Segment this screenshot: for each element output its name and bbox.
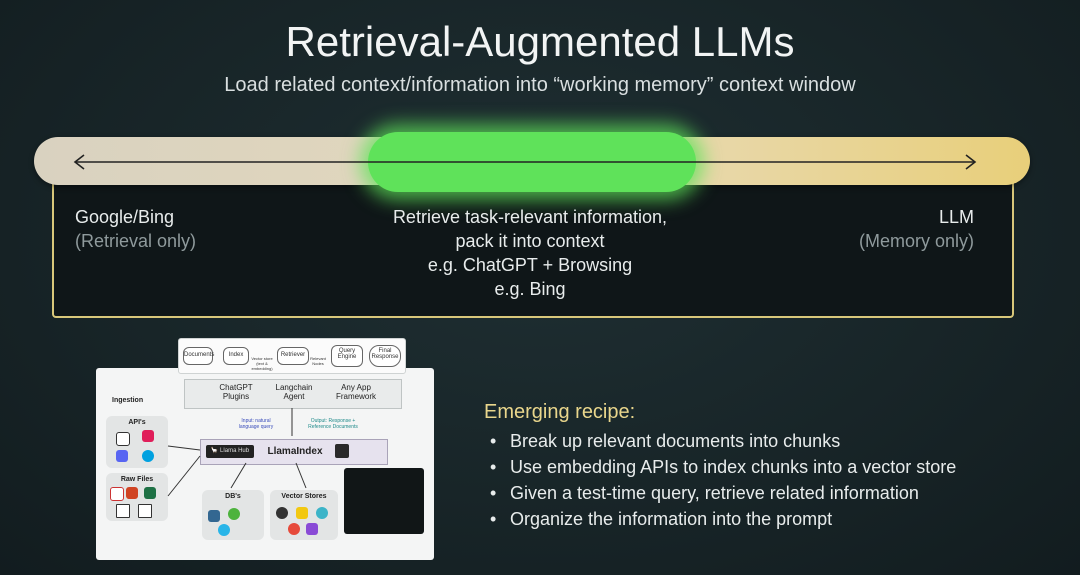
framework-item: Any App Framework	[335, 383, 376, 401]
recipe-item: •Given a test-time query, retrieve relat…	[490, 483, 919, 503]
center-line: e.g. ChatGPT + Browsing	[427, 255, 633, 275]
pdf-icon	[110, 487, 124, 501]
recipe-item: •Break up relevant documents into chunks	[490, 431, 841, 451]
snowflake-icon	[218, 524, 230, 536]
audio-icon	[116, 504, 130, 518]
notion-icon	[116, 432, 130, 446]
input-note: Input: natural language query	[238, 418, 274, 430]
dbs-group: DB's	[202, 490, 264, 540]
apis-group: API's	[106, 416, 168, 468]
excel-icon	[144, 487, 156, 499]
recipe-item: •Organize the information into the promp…	[490, 509, 833, 529]
framework-item: Langchain Agent	[275, 383, 313, 401]
vector-stores-group: Vector Stores	[270, 490, 338, 540]
center-line: e.g. Bing	[494, 279, 566, 299]
right-label: LLM (Memory only)	[859, 205, 974, 253]
center-label: Retrieve task-relevant information, pack…	[340, 205, 720, 301]
left-label-sub: (Retrieval only)	[75, 231, 197, 251]
recipe-item: •Use embedding APIs to index chunks into…	[490, 457, 957, 477]
postgres-icon	[208, 510, 220, 522]
slack-icon	[142, 430, 154, 442]
flow-node: Index	[223, 347, 249, 365]
left-label: Google/Bing (Retrieval only)	[75, 205, 196, 253]
flow-edge-label: Relevant Nodes	[310, 356, 326, 366]
framework-item: ChatGPT Plugins	[219, 383, 253, 401]
center-line: Retrieve task-relevant information,	[392, 207, 668, 227]
right-label-title: LLM	[938, 207, 974, 227]
diagram-arrows	[167, 408, 307, 497]
llama-logo-icon	[335, 444, 349, 458]
salesforce-icon	[142, 450, 154, 462]
double-arrow-icon	[73, 154, 977, 170]
flow-node: Query Engine	[331, 345, 363, 367]
output-note: Output: Response + Reference Documents	[308, 418, 358, 430]
slide-subtitle: Load related context/information into “w…	[224, 74, 856, 96]
slide-title: Retrieval-Augmented LLMs	[285, 18, 795, 65]
raw-files-group: Raw Files	[106, 473, 168, 521]
discord-icon	[116, 450, 128, 462]
mongodb-icon	[228, 508, 240, 520]
flow-node: Retriever	[277, 347, 309, 365]
flow-node: Documents	[183, 347, 214, 365]
flow-edge-label: Vector store (text & embedding)	[251, 356, 273, 371]
vector-db-icon	[316, 507, 328, 519]
ingestion-label: Ingestion	[112, 397, 144, 404]
query-flow: Documents Index Retriever Query Engine F…	[178, 338, 406, 374]
framework-bar: ChatGPT Plugins Langchain Agent Any App …	[184, 379, 402, 409]
embedded-video	[344, 468, 424, 534]
recipe-title: Emerging recipe:	[484, 401, 636, 423]
right-label-sub: (Memory only)	[858, 231, 974, 251]
llama-hub-badge: 🦙 Llama Hub	[206, 445, 254, 458]
vector-db-icon	[276, 507, 288, 519]
center-line: pack it into context	[455, 231, 605, 251]
vector-db-icon	[288, 523, 300, 535]
powerpoint-icon	[126, 487, 138, 499]
llamaindex-box: 🦙 Llama Hub LlamaIndex	[200, 439, 388, 465]
left-label-title: Google/Bing	[75, 207, 175, 227]
flow-node: Final Response	[369, 345, 401, 367]
vector-db-icon	[306, 523, 318, 535]
llamaindex-label: LlamaIndex	[267, 446, 323, 457]
image-icon	[138, 504, 152, 518]
vector-db-icon	[296, 507, 308, 519]
